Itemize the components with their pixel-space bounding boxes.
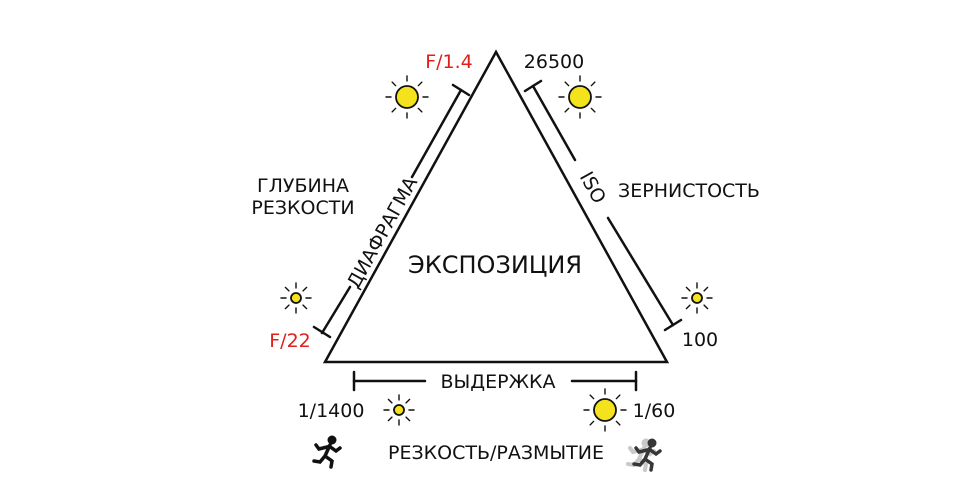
shutter-label: ВЫДЕРЖКА — [440, 371, 555, 393]
shutter-effect: РЕЗКОСТЬ/РАЗМЫТИЕ — [388, 442, 604, 464]
sun-small-icon — [383, 394, 415, 426]
sun-small-icon — [681, 282, 713, 314]
shutter-fast-value: 1/1400 — [298, 400, 365, 422]
sun-large-icon — [558, 75, 602, 119]
iso-label: ISO — [575, 168, 610, 207]
shutter-slow-value: 1/60 — [633, 400, 676, 422]
iso-scale: ISO — [523, 79, 683, 332]
sun-large-icon — [385, 75, 429, 119]
aperture-effect-line2: РЕЗКОСТИ — [251, 197, 354, 219]
triangle — [322, 49, 670, 364]
iso-min-value: 100 — [682, 329, 718, 351]
iso-max-value: 26500 — [524, 51, 584, 73]
aperture-effect-line1: ГЛУБИНА — [257, 175, 349, 197]
sun-small-icon — [280, 282, 312, 314]
sun-large-icon — [583, 388, 627, 432]
runner-sharp-icon — [312, 435, 342, 469]
shutter-scale: ВЫДЕРЖКА — [352, 370, 638, 393]
runner-blurred-icon — [626, 438, 662, 472]
iso-effect: ЗЕРНИСТОСТЬ — [618, 180, 760, 202]
aperture-min-value: F/22 — [269, 330, 311, 352]
exposure-title: ЭКСПОЗИЦИЯ — [408, 251, 582, 279]
aperture-max-value: F/1.4 — [425, 51, 473, 73]
